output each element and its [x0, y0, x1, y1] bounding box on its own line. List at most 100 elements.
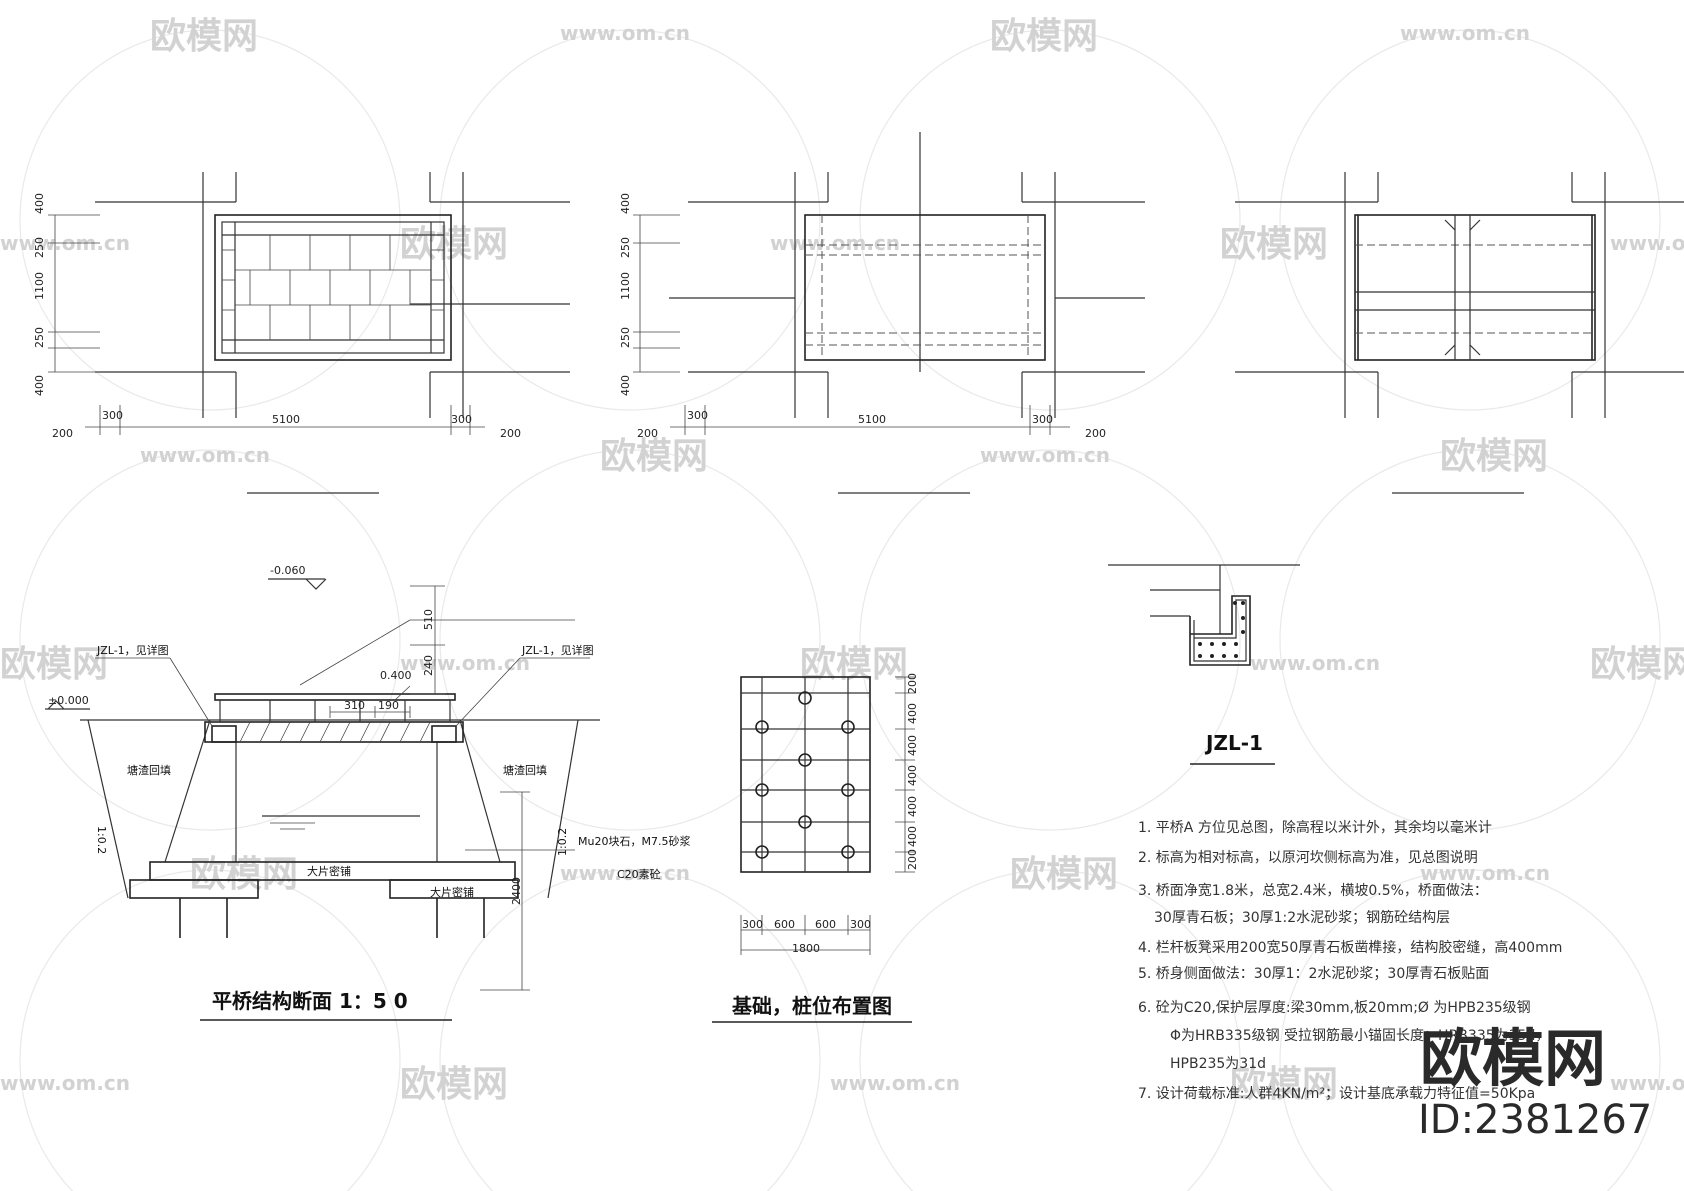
pile-dim-r5: 400: [906, 826, 919, 847]
watermark-url: www.om.cn: [770, 231, 900, 255]
watermark-url: www.om.cn: [1400, 21, 1530, 45]
watermark-url: www.om.cn: [560, 21, 690, 45]
pile-dim-r2: 400: [906, 735, 919, 756]
brand-logo: 欧模网: [1420, 1022, 1606, 1095]
note-line: 30厚青石板；30厚1:2水泥砂浆；钢筋砼结构层: [1154, 909, 1450, 926]
jzl-detail: JZL-1: [1108, 564, 1300, 765]
pile-dim-b3: 300: [850, 918, 871, 931]
slope-left-label: 1:0.2: [95, 826, 108, 854]
plan2-dim-h0: 200: [637, 427, 658, 440]
section-title: 平桥结构断面 1：5 0: [212, 989, 408, 1013]
paving-label-1: 大片密铺: [307, 864, 351, 878]
note-line: Φ为HRB335级钢 受拉钢筋最小锚固长度：HRB335为35d，: [1170, 1027, 1549, 1044]
note-line: 2. 标高为相对标高，以原河坎侧标高为准，见总图说明: [1138, 849, 1478, 866]
plan1-dim-h2: 5100: [272, 413, 300, 426]
pile-dim-b2: 600: [815, 918, 836, 931]
backfill-left-label: 塘渣回填: [127, 763, 171, 777]
note-line: 7. 设计荷载标准:人群4KN/m²；设计基底承载力特征值=50Kpa: [1138, 1085, 1535, 1102]
design-notes: 1. 平桥A 方位见总图，除高程以米计外，其余均以毫米计 2. 标高为相对标高，…: [1138, 819, 1562, 1102]
pile-plan-title: 基础，桩位布置图: [732, 994, 892, 1018]
watermark-url: www.om.cn: [1420, 861, 1550, 885]
watermark-logo: 欧模网: [0, 644, 108, 685]
plan-view-rebar: [1235, 172, 1684, 494]
backfill-right-label: 塘渣回填: [503, 763, 547, 777]
plan2-dim-v3: 250: [619, 327, 632, 348]
jzl-left-label: JZL-1，见详图: [96, 643, 169, 657]
watermark-url: www.om.cn: [1610, 231, 1684, 255]
brand-id: ID:2381267: [1418, 1097, 1652, 1143]
plan1-dim-v0: 400: [33, 193, 46, 214]
pile-dim-r0: 200: [906, 673, 919, 694]
watermark-logo: 欧模网: [990, 16, 1098, 57]
pile-dim-r4: 400: [906, 796, 919, 817]
plan1-dim-h1: 300: [102, 409, 123, 422]
elev-zero-label: ±0.000: [48, 694, 89, 707]
pile-dim-b0: 300: [742, 918, 763, 931]
plan1-dim-h3: 300: [451, 413, 472, 426]
watermark-logo: 欧模网: [150, 16, 258, 57]
watermark-logo: 欧模网: [600, 436, 708, 477]
plan2-dim-v2: 1100: [619, 272, 632, 300]
jzl-right-label: JZL-1，见详图: [521, 643, 594, 657]
plan1-dim-v3: 250: [33, 327, 46, 348]
paving-label-2: 大片密铺: [430, 885, 474, 899]
dim-190: 190: [378, 699, 399, 712]
watermark-url: www.om.cn: [140, 443, 270, 467]
note-line: 4. 栏杆板凳采用200宽50厚青石板凿榫接，结构胶密缝，高400mm: [1138, 939, 1562, 956]
watermark-url: www.om.cn: [830, 1071, 960, 1095]
plan1-dim-h0: 200: [52, 427, 73, 440]
pile-dim-r6: 200: [906, 849, 919, 870]
plan1-dim-v1: 250: [33, 237, 46, 258]
watermark-url: www.om.cn: [0, 1071, 130, 1095]
watermark-logo: 欧模网: [1220, 224, 1328, 265]
watermark-logo: 欧模网: [1440, 436, 1548, 477]
watermark-url: www.om.cn: [560, 861, 690, 885]
plan1-dim-v4: 400: [33, 375, 46, 396]
note-line: 3. 桥面净宽1.8米，总宽2.4米，横坡0.5%，桥面做法：: [1138, 882, 1488, 899]
pile-dim-r1: 400: [906, 703, 919, 724]
bridge-section: -0.060 ±0.000: [45, 564, 690, 1021]
watermark-layer: 欧模网 www.om.cn 欧模网 www.om.cn 欧模网 www.om.c…: [0, 16, 1684, 1191]
watermark-url: www.om.cn: [980, 443, 1110, 467]
watermark-logo: 欧模网: [1230, 1064, 1338, 1105]
watermark-url: www.om.cn: [1610, 1071, 1684, 1095]
brand-block: 欧模网 ID:2381267: [1418, 1022, 1652, 1143]
watermark-logo: 欧模网: [400, 224, 508, 265]
plan1-dim-h4: 200: [500, 427, 521, 440]
plan2-dim-h4: 200: [1085, 427, 1106, 440]
watermark-logo: 欧模网: [400, 1064, 508, 1105]
pile-plan: 200 400 400 400 400 400 200 300 600 600 …: [712, 673, 919, 1023]
note-line: 6. 砼为C20,保护层厚度:梁30mm,板20mm;Ø 为HPB235级钢: [1138, 1000, 1531, 1016]
plan1-dim-v2: 1100: [33, 272, 46, 300]
concrete-label: C20素砼: [617, 868, 661, 881]
note-line: 5. 桥身侧面做法：30厚1：2水泥砂浆；30厚青石板贴面: [1138, 966, 1489, 982]
watermark-url: www.om.cn: [400, 651, 530, 675]
pile-dim-r3: 400: [906, 765, 919, 786]
watermark-logo: 欧模网: [1010, 854, 1118, 895]
dim-310: 310: [344, 699, 365, 712]
watermark-logo: 欧模网: [1590, 644, 1684, 685]
dim-510: 510: [422, 609, 435, 630]
slope-right-label: 1:0.2: [556, 828, 569, 856]
jzl-detail-title: JZL-1: [1204, 731, 1263, 755]
note-line: HPB235为31d: [1170, 1056, 1266, 1072]
watermark-logo: 欧模网: [190, 854, 298, 895]
pile-dim-total: 1800: [792, 942, 820, 955]
plan2-dim-h2: 5100: [858, 413, 886, 426]
watermark-url: www.om.cn: [1250, 651, 1380, 675]
plan2-dim-v1: 250: [619, 237, 632, 258]
plan-view-beams: 400 250 1100 250 400 200 300 5100 300 20…: [619, 132, 1145, 494]
dim-2400: 2400: [510, 877, 523, 905]
dim-240: 240: [422, 655, 435, 676]
elev-top-label: -0.060: [270, 564, 305, 577]
watermark-logo: 欧模网: [800, 644, 908, 685]
dim-0400: 0.400: [380, 669, 412, 682]
pile-dim-b1: 600: [774, 918, 795, 931]
plan-view-deck: 400 250 1100 250 400 200 300 5100 300 20…: [33, 172, 570, 494]
stone-mortar-label: Mu20块石，M7.5砂浆: [578, 834, 690, 848]
note-line: 1. 平桥A 方位见总图，除高程以米计外，其余均以毫米计: [1138, 819, 1492, 836]
plan2-dim-h1: 300: [687, 409, 708, 422]
plan2-dim-h3: 300: [1032, 413, 1053, 426]
plan2-dim-v4: 400: [619, 375, 632, 396]
